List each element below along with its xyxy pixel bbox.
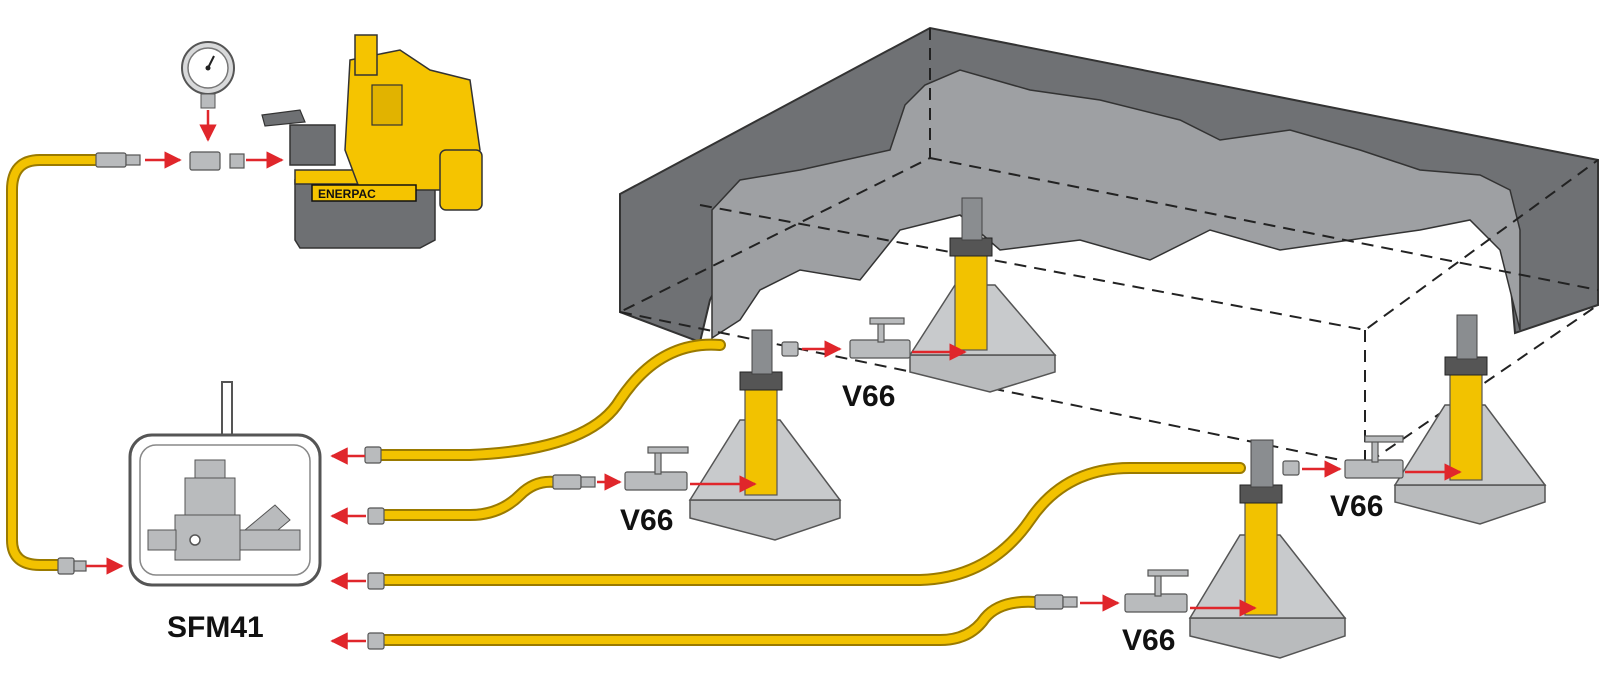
hydraulic-cylinder-icon [1393,314,1547,525]
needle-valve-icon [1344,435,1404,479]
manifold-label: SFM41 [167,611,264,644]
structure-slab [619,26,1599,467]
valve-label: V66 [620,504,673,537]
gauge-adapter [189,151,245,171]
pump-brand-label: ENERPAC [318,187,376,201]
needle-valve-icon [624,446,689,491]
hydraulic-hoses [6,154,1246,646]
hydraulic-cylinder-icon [688,329,842,541]
electric-pump-icon: ENERPAC [261,34,483,249]
hydraulic-cylinder-icon [1188,439,1347,659]
hydraulic-cylinder-icon [908,197,1057,393]
needle-valve-icon [1124,569,1189,613]
valve-label: V66 [1122,624,1175,657]
split-flow-manifold-icon [128,381,322,587]
needle-valve-icon [849,317,911,359]
pressure-gauge-icon [181,41,235,109]
valve-label: V66 [1330,490,1383,523]
valve-label: V66 [842,380,895,413]
hose-fittings [57,152,1300,650]
